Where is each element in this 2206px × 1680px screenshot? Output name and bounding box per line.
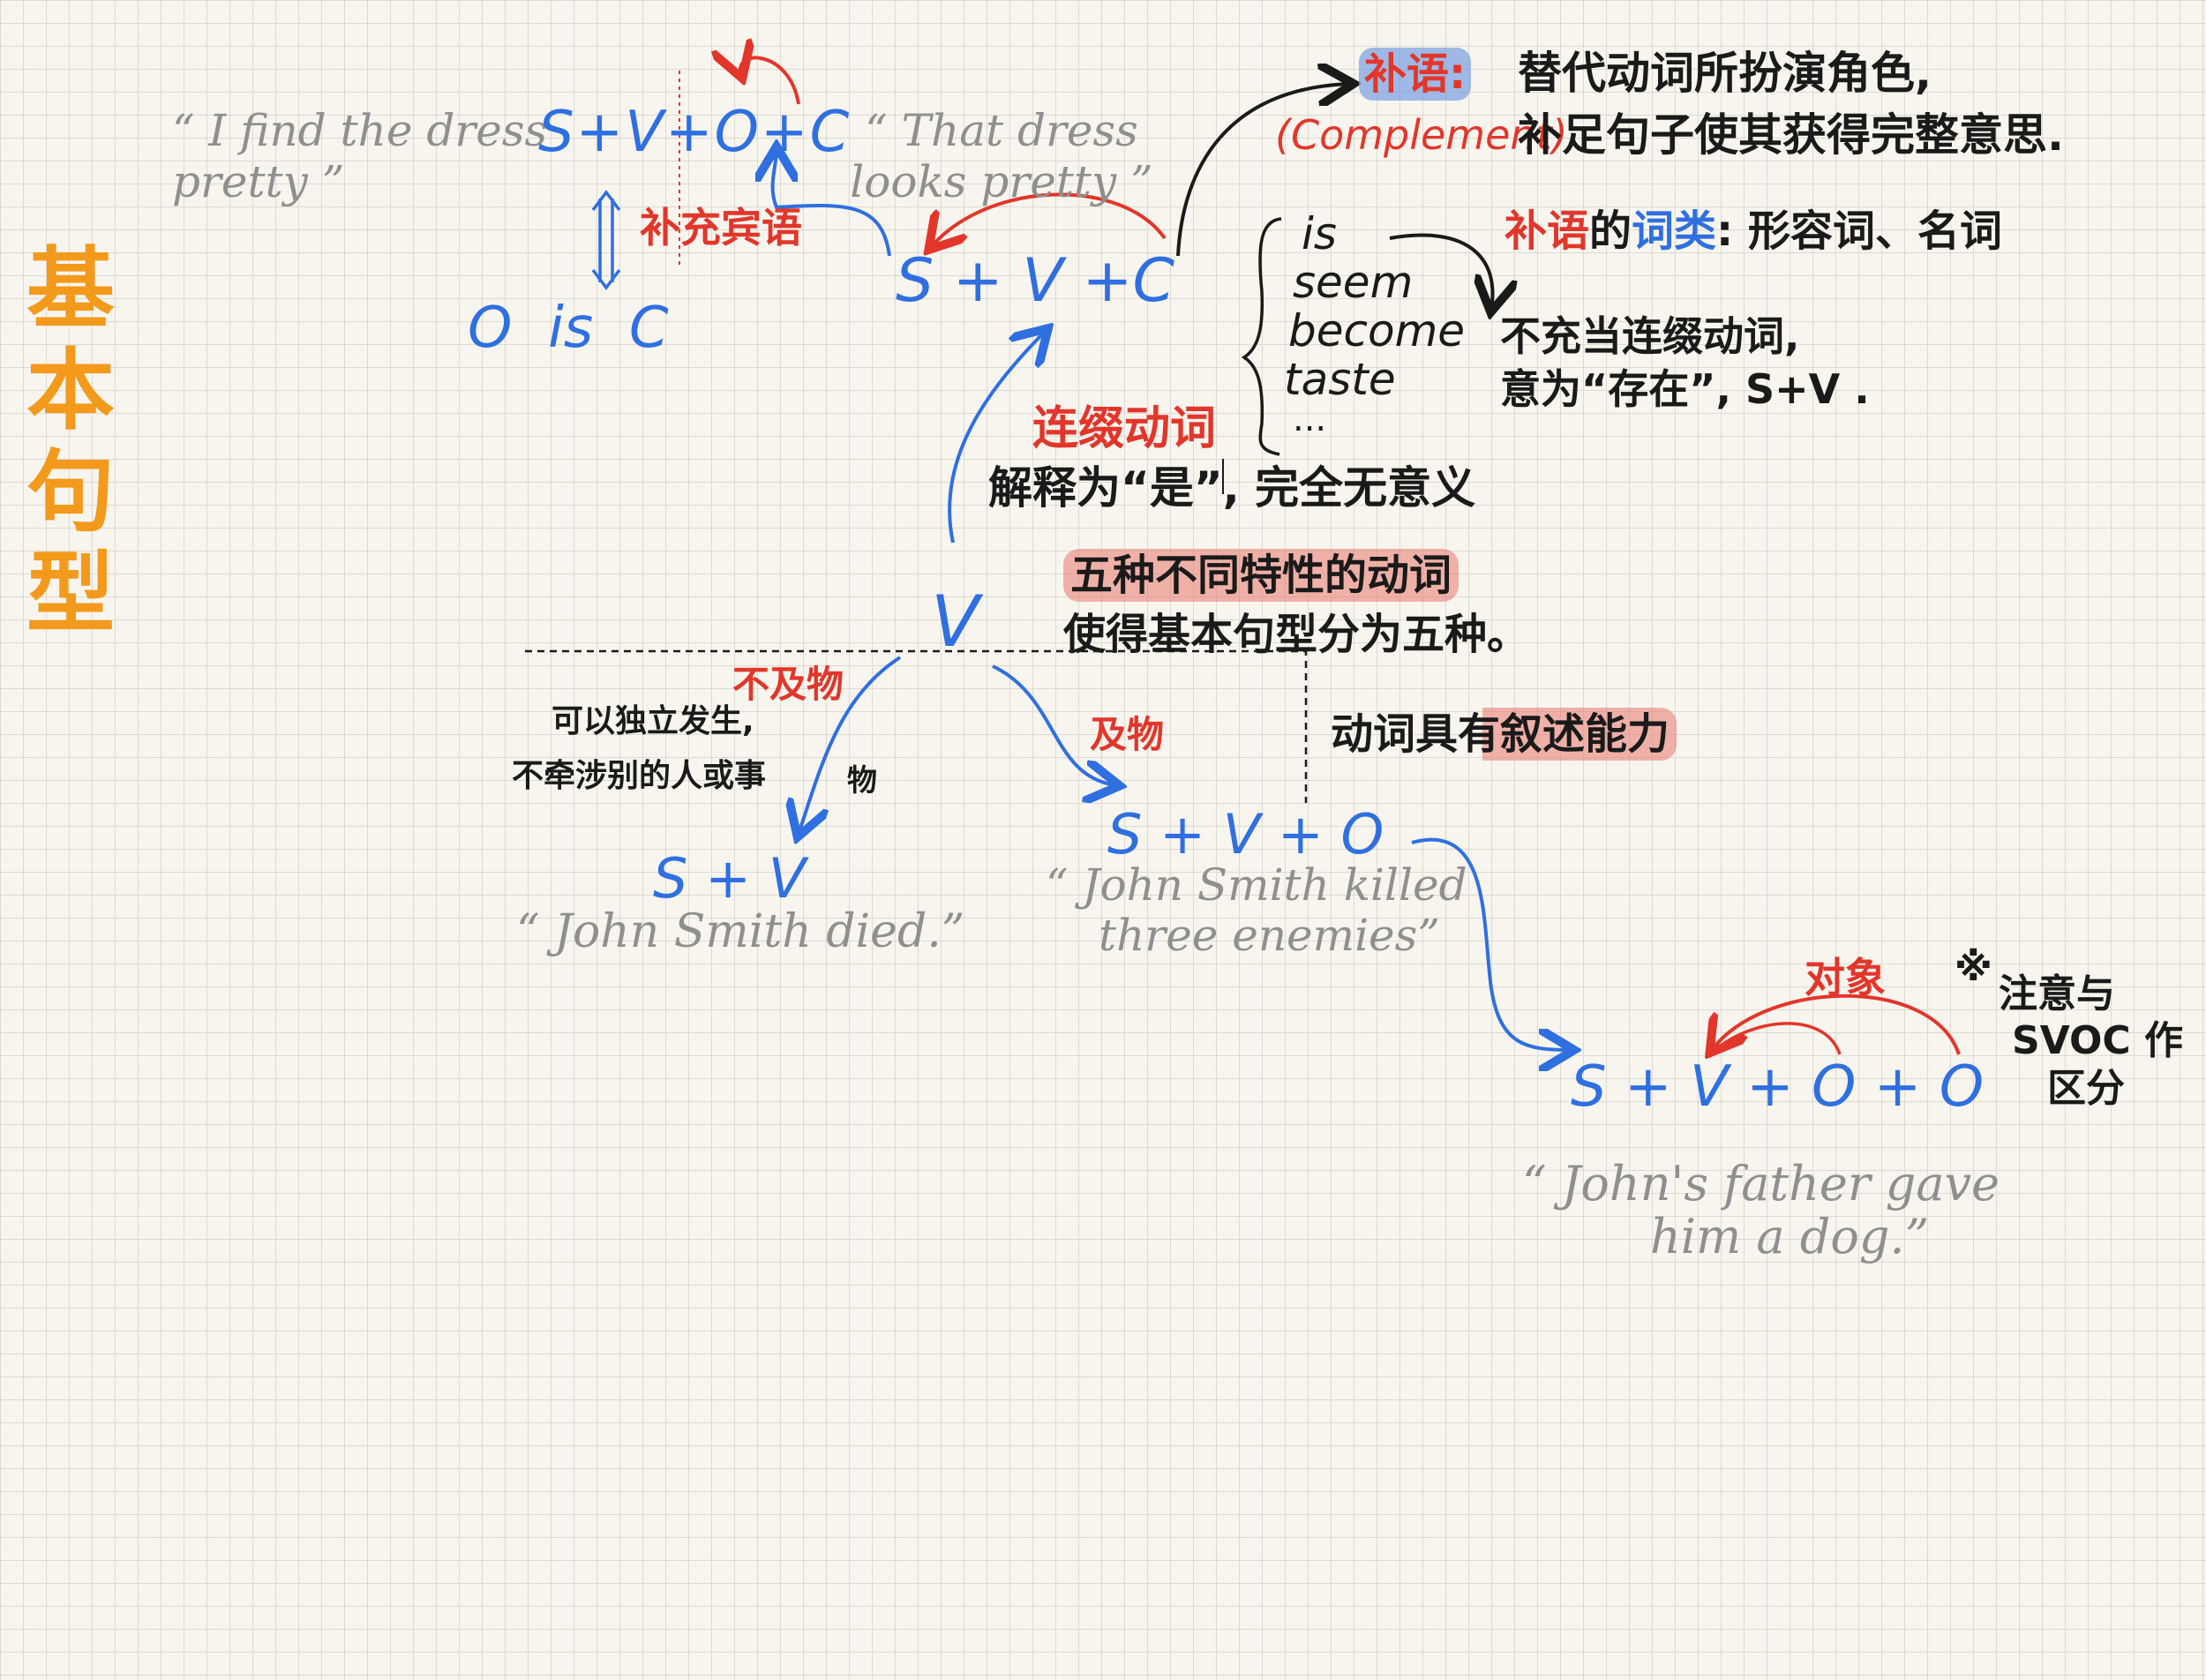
svoo-note-line1: 注意与	[1999, 971, 2115, 1016]
linking-verbs-note-line2: 意为“存在”, S+V .	[1500, 365, 1870, 413]
svoo-note-line2: SVOC 作	[2012, 1018, 2183, 1063]
five-kinds-line2: 使得基本句型分为五种。	[1063, 610, 1530, 659]
svoo-example-line1: “ John's father gave	[1522, 1156, 2000, 1211]
svo-example-line2: three enemies”	[1099, 910, 1440, 961]
complement-pos-de: 的	[1589, 206, 1632, 256]
linking-verbs-note-line1: 不充当连缀动词,	[1500, 312, 1800, 360]
svc-red-arc	[931, 192, 1167, 247]
v-to-svc-arrow	[948, 331, 1046, 544]
linking-verb-item-become: become	[1288, 305, 1466, 356]
svoc-example: “ I find the dress pretty ”	[172, 105, 548, 207]
intransitive-desc-line1: 可以独立发生,	[552, 703, 754, 739]
complement-label-text: 补语:	[1359, 48, 1472, 101]
v-to-svo-arrow	[992, 664, 1116, 785]
svoo-label: 对象	[1805, 954, 1886, 1001]
svo-formula: S + V + O	[1107, 802, 1384, 866]
vertical-title: 基本句型	[26, 236, 115, 645]
complement-def-line1: 替代动词所扮演角色,	[1518, 48, 1932, 99]
linking-verb-item-more: ...	[1293, 399, 1327, 439]
narrative-note: 动词具有叙述能力	[1324, 708, 1677, 761]
complement-pos: 补语的词类: 形容词、名词	[1504, 210, 2002, 252]
complement-pos-red: 补语	[1504, 206, 1590, 256]
linking-verb-item-is: is	[1302, 208, 1337, 259]
verb-symbol: V	[931, 581, 979, 663]
five-kinds-line1-text: 五种不同特性的动词	[1063, 549, 1459, 602]
is-to-note-arrow	[1389, 233, 1493, 309]
sv-example: “ John Smith died.”	[516, 905, 965, 958]
svoc-relation: O is C	[468, 296, 669, 361]
svoo-note-line3: 区分	[2047, 1066, 2125, 1111]
five-kinds-line1: 五种不同特性的动词	[1063, 549, 1459, 602]
svoc-formula: S+V+O+C	[538, 100, 852, 165]
linking-verb-desc: 解释为“是”, 完全无意义	[988, 462, 1476, 514]
svc-to-svoc-arrow	[773, 150, 891, 257]
svoo-red-arc-inner	[1719, 1022, 1842, 1055]
svc-formula: S + V +C	[896, 246, 1174, 316]
transitive-label: 及物	[1090, 713, 1165, 756]
complement-def-line2: 补足句子使其获得完整意思.	[1518, 109, 2064, 161]
linking-verb-label: 连缀动词	[1032, 402, 1217, 455]
linking-verb-item-seem: seem	[1293, 257, 1414, 308]
svoo-note-mark: ※	[1955, 945, 1992, 990]
v-to-sv-arrow	[799, 656, 902, 834]
svoc-label: 补充宾语	[640, 204, 802, 251]
complement-term: (Complement)	[1275, 111, 1568, 159]
sv-formula: S + V	[653, 846, 807, 911]
svc-example: “ That dress looks pretty ”	[850, 105, 1153, 207]
narrative-note-text: 动词具有叙述能力	[1324, 708, 1677, 761]
svc-to-complement-arrow	[1176, 84, 1350, 257]
linking-verbs-brace	[1241, 217, 1282, 456]
dashed-boundary	[525, 649, 1308, 803]
complement-pos-value: : 形容词、名词	[1716, 206, 2002, 256]
svoo-red-arc-outer	[1712, 994, 1961, 1054]
intransitive-label: 不及物	[732, 663, 844, 706]
intransitive-desc-line2: 不牵涉别的人或事	[512, 758, 767, 794]
svoc-red-arc	[740, 58, 800, 105]
complement-pos-blue: 词类	[1632, 206, 1717, 256]
linking-verb-item-taste: taste	[1284, 354, 1396, 405]
double-arrow-icon	[591, 190, 621, 290]
svo-example-line1: “ John Smith killed	[1046, 859, 1467, 911]
complement-label: 补语:	[1359, 48, 1472, 101]
intransitive-desc-extra: 物	[847, 763, 877, 799]
svoo-formula: S + V + O + O	[1571, 1054, 1985, 1120]
svoo-example-line2: him a dog.”	[1650, 1209, 1930, 1264]
svo-to-svoo-arrow	[1411, 837, 1571, 1050]
